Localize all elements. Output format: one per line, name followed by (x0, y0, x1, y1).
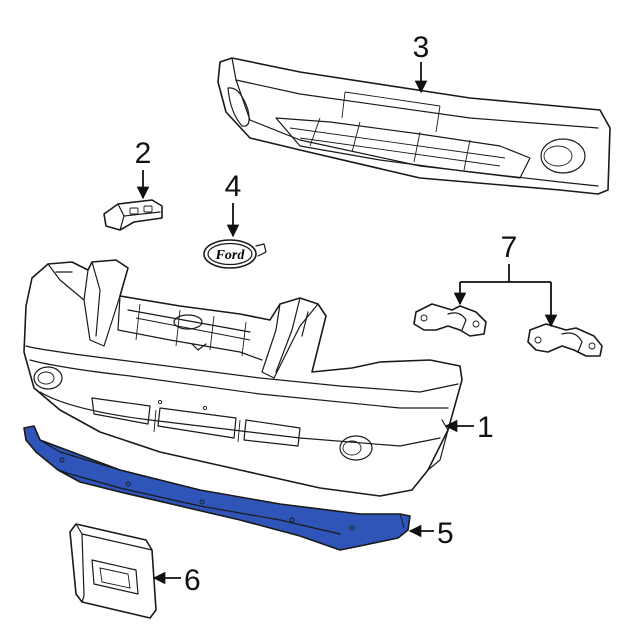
part-4-emblem[interactable]: Ford (203, 239, 267, 269)
callout-1-label: 1 (477, 411, 494, 444)
part-1-bumper-cover[interactable] (23, 259, 463, 497)
part-7-bracket-right[interactable] (527, 323, 603, 357)
part-2-bracket[interactable] (103, 199, 163, 231)
callout-6-label: 6 (184, 564, 201, 597)
callout-3-label: 3 (413, 31, 430, 64)
part-7-bracket-left[interactable] (413, 303, 487, 337)
part-5-lower-valance[interactable] (23, 425, 411, 551)
emblem-text: Ford (215, 248, 246, 263)
part-6-plate-bracket[interactable] (69, 523, 157, 619)
callout-2-label: 2 (135, 137, 152, 170)
part-3-upper-cover[interactable] (217, 57, 611, 195)
callout-4-label: 4 (225, 170, 242, 203)
callout-7-label: 7 (501, 231, 518, 264)
callout-5-label: 5 (437, 517, 454, 550)
